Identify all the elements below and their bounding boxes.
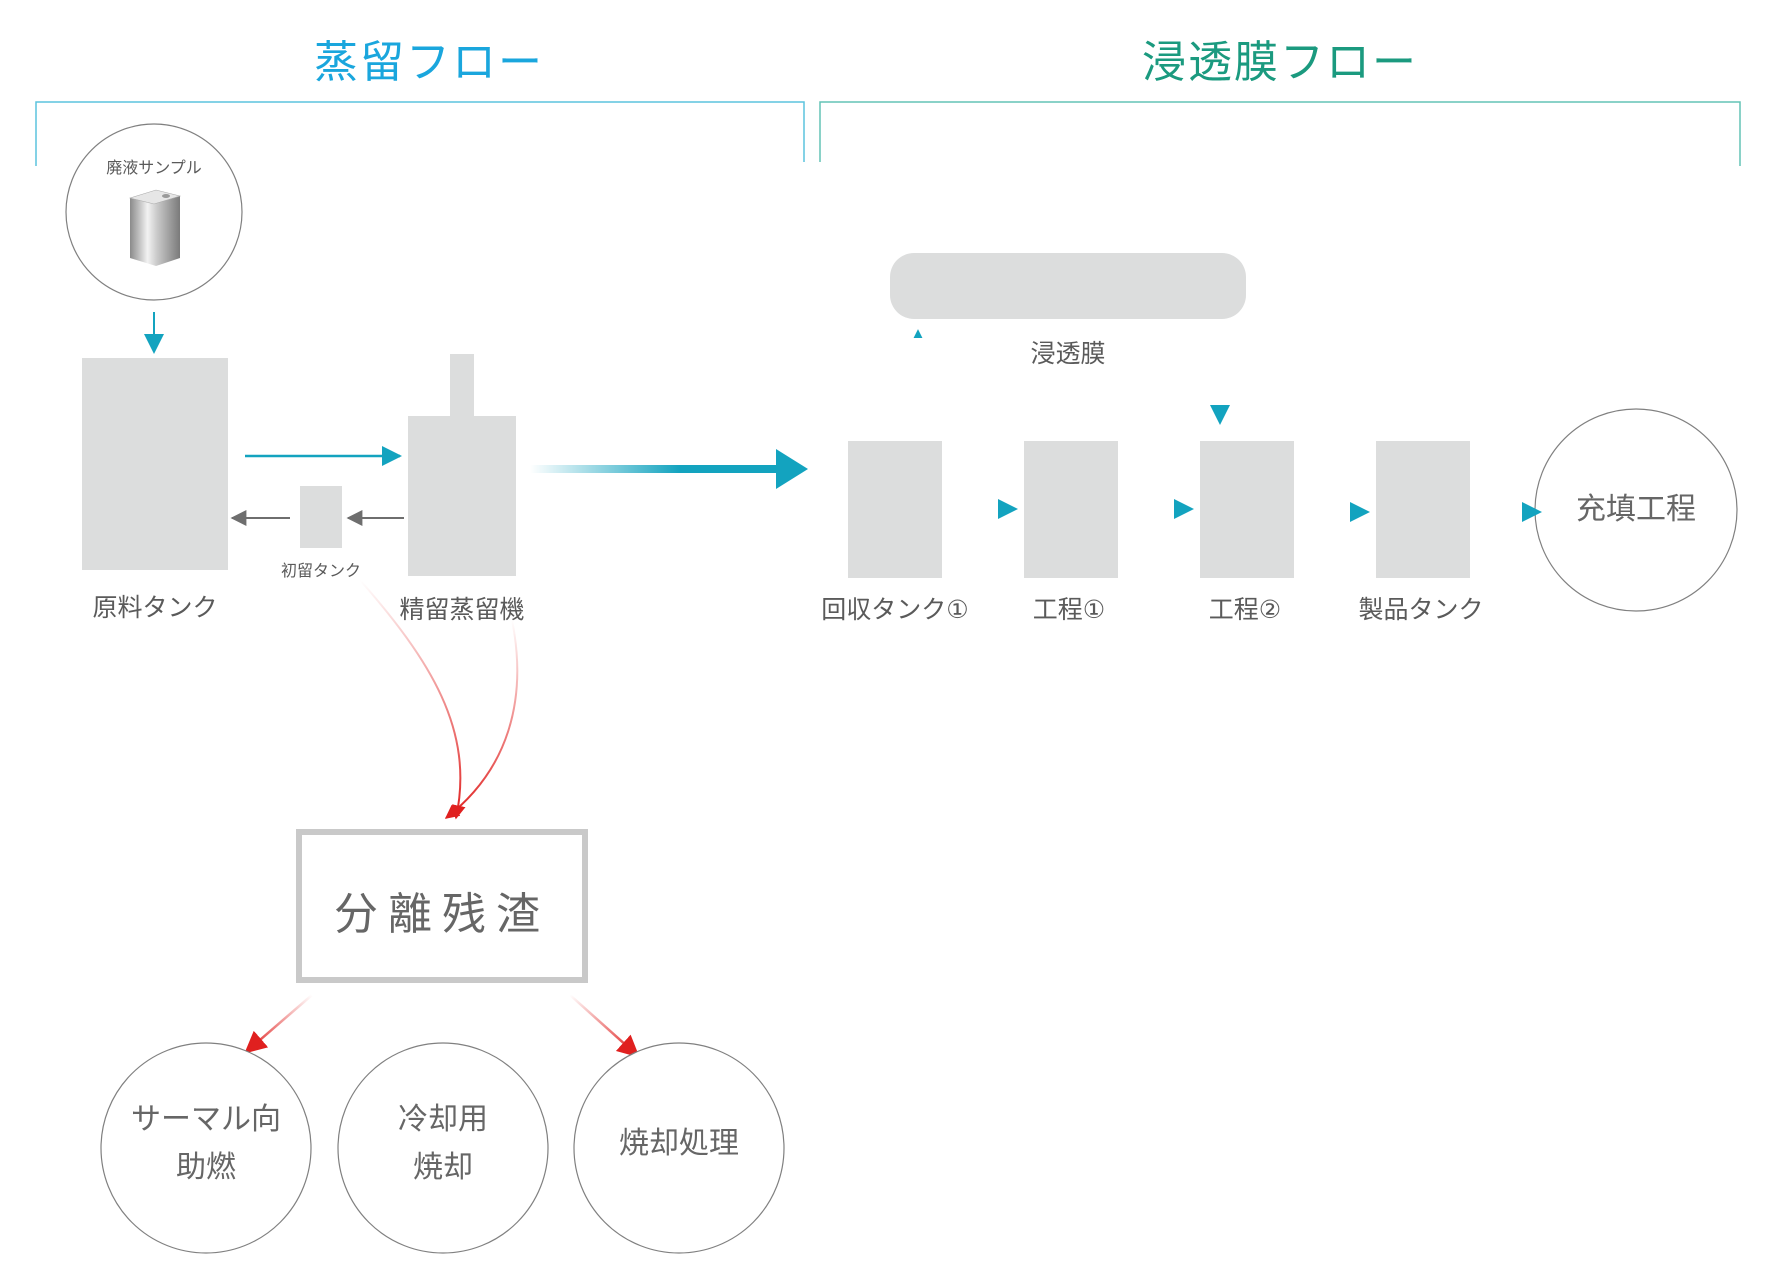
separation-residue-box	[296, 829, 588, 983]
cooling-incineration-circle	[337, 1042, 549, 1254]
product-tank	[1376, 441, 1470, 578]
arrow-distillation-to-membrane	[530, 465, 780, 473]
rectification-still-label: 精留蒸留機	[399, 595, 525, 624]
incineration-treatment-circle	[573, 1042, 785, 1254]
process-2-unit	[1200, 441, 1294, 578]
arrow-distillation-to-membrane-head	[776, 449, 808, 489]
process-1-label: 工程①	[1032, 595, 1106, 624]
arrow-still-to-residue	[444, 619, 519, 819]
raw-material-tank-label: 原料タンク	[92, 593, 218, 622]
membrane-unit	[890, 253, 1246, 319]
cooling-incineration-label: 冷却用 焼却	[398, 1096, 488, 1192]
initial-distillate-tank-label: 初留タンク	[280, 561, 362, 580]
arrow-residue-to-thermal	[244, 994, 313, 1054]
initial-distillate-tank	[300, 486, 342, 548]
separation-residue-label: 分離残渣	[334, 889, 550, 940]
product-tank-label: 製品タンク	[1358, 595, 1484, 624]
container-icon	[128, 189, 182, 266]
rectification-still	[408, 416, 516, 576]
cooling-incineration-line-1: 冷却用	[398, 1102, 488, 1137]
arrow-residue-to-incineration	[569, 994, 640, 1058]
thermal-combustion-circle	[100, 1042, 312, 1254]
process-1-unit	[1024, 441, 1118, 578]
distillation-bracket	[35, 101, 805, 166]
recovery-tank-label: 回収タンク①	[821, 595, 969, 624]
incineration-treatment-label: 焼却処理	[619, 1126, 739, 1161]
membrane-flow-title: 浸透膜フロー	[1142, 37, 1418, 88]
recovery-tank	[848, 441, 942, 578]
arrow-initial-tank-to-residue	[359, 579, 466, 820]
membrane-label: 浸透膜	[1030, 339, 1106, 368]
thermal-combustion-label: サーマル向 助燃	[131, 1096, 281, 1192]
waste-sample-label: 廃液サンプル	[106, 158, 202, 177]
distillation-flow-title: 蒸留フロー	[314, 37, 544, 88]
raw-material-tank	[82, 358, 228, 570]
thermal-combustion-line-1: サーマル向	[131, 1102, 281, 1137]
process-2-label: 工程②	[1208, 595, 1282, 624]
membrane-bracket	[819, 101, 1741, 166]
thermal-combustion-line-2: 助燃	[176, 1150, 236, 1185]
still-chimney	[450, 354, 474, 418]
cooling-incineration-line-2: 焼却	[413, 1150, 473, 1185]
filling-process-label: 充填工程	[1576, 492, 1696, 527]
